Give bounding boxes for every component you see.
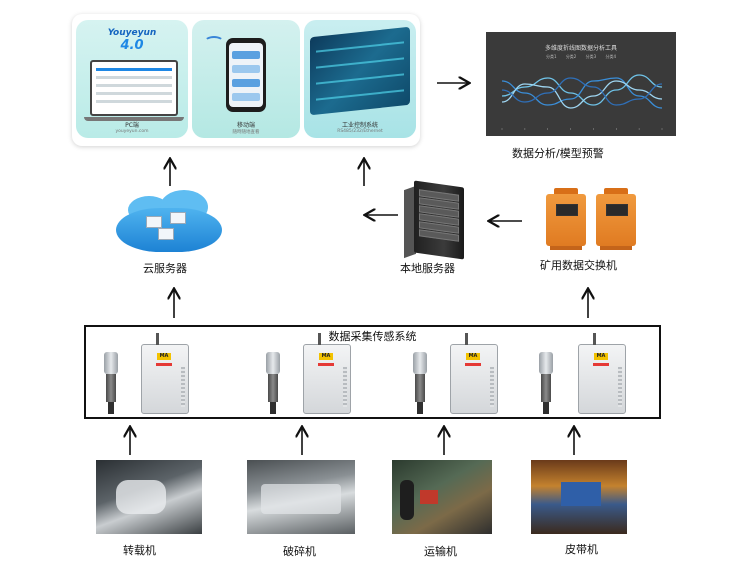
mining-switch-icon [596,188,636,250]
legend-item: 分类2 [565,54,577,59]
machine-label: 破碎机 [283,545,316,558]
industrial-control-label: 工业控制系统 [341,122,378,129]
machine-label: 运输机 [424,545,457,558]
phone-icon [226,38,266,112]
chart-legend: 分类1 分类2 分类3 分类4 [486,54,676,60]
series-line-2 [501,77,663,109]
conveyor-machine-photo [392,460,492,534]
vibration-sensor-icon [409,352,431,414]
device-badge: MA [594,353,608,360]
chart-title: 多维度折线图数据分析工具 [544,45,617,52]
industrial-control-card: 工业控制系统 RS485/232/Ethernet [304,20,416,138]
mobile-client-label: 移动端 [236,122,255,129]
vibration-sensor-icon [100,352,122,414]
pc-client-card: Youyeyun 4.0 PC端 youyeyun.com [76,20,188,138]
local-server-label: 本地服务器 [400,262,455,275]
device-badge: MA [157,353,171,360]
transfer-machine-photo [96,460,202,534]
brand-name: Youyeyun [107,28,157,38]
acquisition-unit-icon: MA [303,333,351,414]
mining-switch-label: 矿用数据交换机 [540,259,617,272]
client-apps-panel: Youyeyun 4.0 PC端 youyeyun.com 移动端 随時随地查看 [72,14,420,146]
machine-label: 转载机 [123,544,156,557]
legend-item: 分类4 [605,54,617,59]
acquisition-unit-icon: MA [141,333,189,414]
industrial-control-sub: RS485/232/Ethernet [337,129,383,134]
crusher-photo [247,460,355,534]
vibration-sensor-icon [535,352,557,414]
acquisition-unit-icon: MA [450,333,498,414]
legend-item: 分类3 [585,54,597,59]
mobile-client-sub: 随時随地查看 [232,130,260,135]
device-badge: MA [319,353,333,360]
analysis-caption: 数据分析/模型预警 [512,147,604,160]
cloud-server-label: 云服务器 [143,262,187,275]
series-line-3 [501,80,663,109]
series-line-4 [501,77,663,106]
mobile-client-card: 移动端 随時随地查看 [192,20,300,138]
legend-item: 分类1 [545,54,557,59]
series-line-1 [501,74,663,106]
belt-conveyor-photo [531,460,627,534]
line-chart-svg [501,74,663,130]
brand-version: 4.0 [120,38,144,53]
laptop-icon [84,60,184,121]
machine-label: 皮带机 [565,543,598,556]
acquisition-unit-icon: MA [578,333,626,414]
device-badge: MA [466,353,480,360]
pc-client-label: PC端 [125,122,139,129]
analysis-chart: 多维度折线图数据分析工具 分类1 分类2 分类3 分类4 [486,32,676,136]
data-collection-title: 数据采集传感系统 [328,330,417,343]
pc-client-sub: youyeyun.com [115,129,149,134]
vibration-sensor-icon [262,352,284,414]
wifi-icon [204,36,224,48]
cloud-icon [116,208,222,252]
mining-switch-icon [546,188,586,250]
